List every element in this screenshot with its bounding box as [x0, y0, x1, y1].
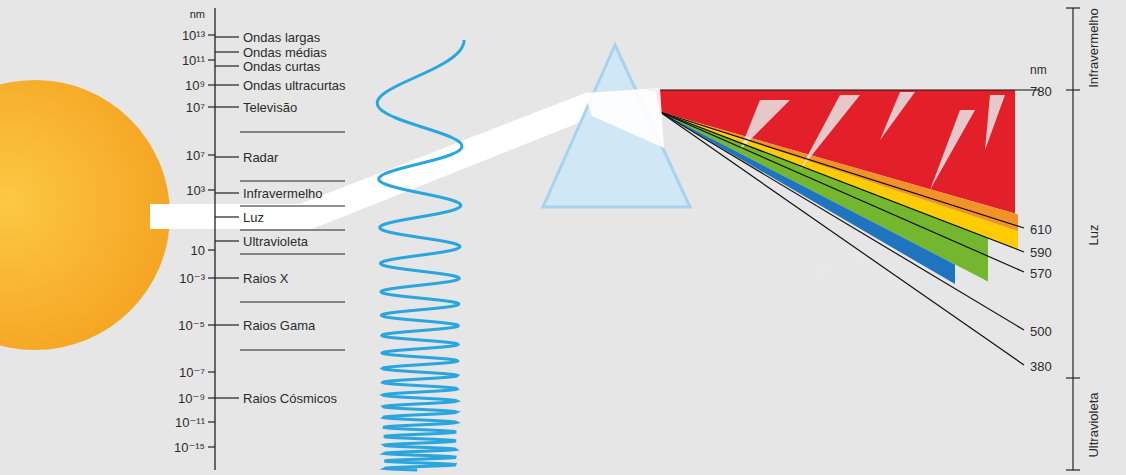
wavelength-line [660, 112, 1024, 330]
scale-tick [208, 446, 215, 447]
band-tick [215, 277, 239, 278]
band-separator [240, 229, 345, 230]
scale-number: 10³ [186, 184, 205, 197]
scale-number: 10⁷ [186, 101, 205, 114]
wavelength-line [660, 112, 1024, 228]
band-label: Ultravioleta [243, 235, 308, 248]
range-label: Infravermelho [1087, 8, 1100, 87]
wavelength-label: 380 [1030, 360, 1052, 373]
band-tick [215, 106, 239, 107]
range-label: Luz [1087, 225, 1100, 246]
scale-number: 10⁻¹¹ [175, 416, 205, 429]
scale-tick [208, 84, 215, 85]
scale-tick [208, 397, 215, 398]
light-streak [985, 95, 1005, 150]
light-streak [830, 250, 880, 280]
scale-number: 10⁹ [185, 79, 205, 92]
band-tick [215, 324, 239, 325]
band-tick [215, 156, 239, 157]
band-tick [215, 192, 239, 193]
wavelength-label: nm [1030, 64, 1047, 76]
wave [377, 40, 464, 470]
scale-number: 10⁻⁹ [178, 392, 205, 405]
scale-tick [208, 277, 215, 278]
scale-number: 10⁷ [186, 149, 205, 162]
band-separator [240, 205, 345, 206]
wavelength-line [660, 112, 1024, 365]
light-streak [880, 92, 915, 140]
scale-tick [208, 59, 215, 60]
scale-tick [208, 324, 215, 325]
scale-number: 10 [191, 244, 205, 257]
scale-tick [208, 371, 215, 372]
wavelength-line [660, 112, 1024, 252]
scale-tick [208, 421, 215, 422]
scale-axis [214, 8, 215, 470]
band-tick [215, 36, 239, 37]
light-streak [800, 95, 860, 170]
prism [543, 45, 690, 207]
band-separator [240, 349, 345, 350]
band-tick [215, 65, 239, 66]
beam-in-prism [584, 88, 664, 148]
bracket-tick [1066, 89, 1080, 90]
band-label: Luz [243, 211, 264, 224]
band-label: Ondas largas [243, 31, 320, 44]
bracket-tick [1066, 377, 1080, 378]
band-label: Ondas curtas [243, 60, 320, 73]
wavelength-label: 590 [1030, 246, 1052, 259]
band-label: Infravermelho [243, 187, 322, 200]
scale-number: 10⁻⁷ [179, 366, 205, 379]
light-streak [800, 262, 840, 290]
band-tick [215, 51, 239, 52]
bracket-tick [1066, 7, 1080, 8]
scale-tick [208, 154, 215, 155]
scale-number: 10⁻³ [179, 272, 205, 285]
scale-number: 10⁻⁵ [178, 319, 205, 332]
wavelength-label: 500 [1030, 325, 1052, 338]
band-label: Ondas ultracurtas [243, 79, 346, 92]
light-beam [150, 92, 596, 229]
band-tick [215, 240, 239, 241]
scale-number: 10¹¹ [182, 54, 205, 67]
band-label: Raios Cósmicos [243, 392, 337, 405]
light-streak [740, 100, 790, 150]
band-label: Raios Gama [243, 319, 315, 332]
range-bracket [1072, 8, 1073, 470]
light-streak [930, 110, 975, 190]
wavelength-label: 570 [1030, 267, 1052, 280]
band-separator [240, 131, 345, 132]
sun [0, 80, 170, 350]
scale-tick [208, 34, 215, 35]
band-tick [215, 397, 239, 398]
range-label: Ultravioleta [1087, 392, 1100, 457]
scale-tick [208, 106, 215, 107]
scale-tick [208, 249, 215, 250]
wavelength-line [660, 112, 1024, 272]
wavelength-label: 780 [1030, 85, 1052, 98]
bracket-tick [1066, 469, 1080, 470]
band-label: Televisão [243, 101, 297, 114]
scale-tick [208, 189, 215, 190]
wavelength-label: 610 [1030, 223, 1052, 236]
band-label: Ondas médias [243, 46, 327, 59]
scale-number: 10¹³ [182, 29, 205, 42]
wavelength-line [648, 89, 1040, 90]
band-tick [215, 84, 239, 85]
band-tick [215, 216, 239, 217]
scale-number: 10⁻¹⁵ [174, 441, 205, 454]
band-label: Radar [243, 151, 278, 164]
band-label: Raios X [243, 272, 289, 285]
band-separator [240, 301, 345, 302]
band-separator [240, 180, 345, 181]
band-separator [240, 253, 345, 254]
scale-number: nm [190, 9, 205, 20]
